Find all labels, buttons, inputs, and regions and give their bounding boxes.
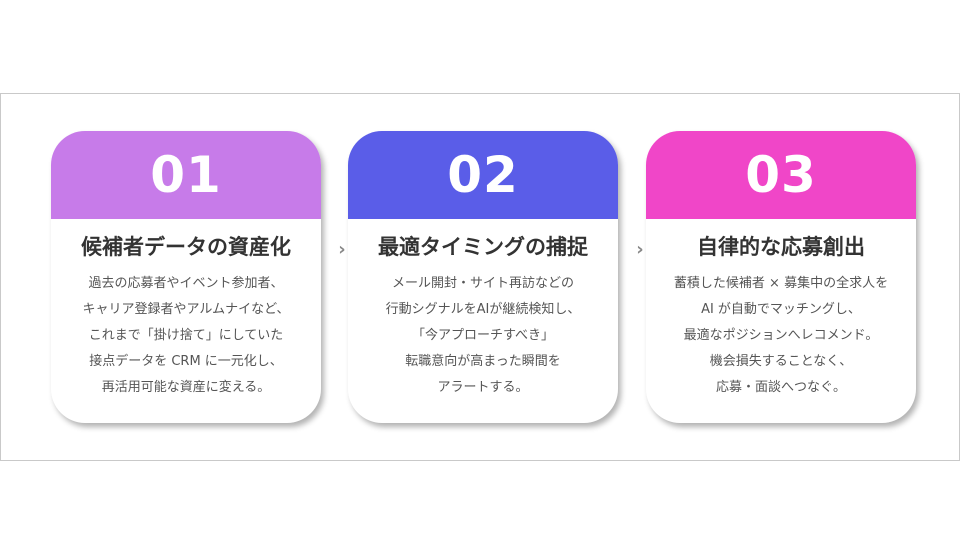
description-line: 行動シグナルをAIが継続検知し、 bbox=[385, 302, 581, 317]
step-description: 過去の応募者やイベント参加者、 キャリア登録者やアルムナイなど、 これまで「掛け… bbox=[51, 271, 321, 401]
step-description: 蓄積した候補者 × 募集中の全求人を AI が自動でマッチングし、 最適なポジシ… bbox=[646, 271, 916, 401]
step-card-2: 02 最適タイミングの捕捉 メール開封・サイト再訪などの 行動シグナルをAIが継… bbox=[348, 131, 618, 423]
step-number: 03 bbox=[745, 146, 817, 204]
step-title: 自律的な応募創出 bbox=[697, 235, 865, 259]
chevron-right-icon: › bbox=[636, 239, 644, 260]
chevron-right-icon: › bbox=[338, 239, 346, 260]
step-card-3-header: 03 bbox=[646, 131, 916, 219]
description-line: キャリア登録者やアルムナイなど、 bbox=[82, 302, 290, 317]
description-line: 機会損失することなく、 bbox=[709, 354, 853, 369]
step-card-3: 03 自律的な応募創出 蓄積した候補者 × 募集中の全求人を AI が自動でマッ… bbox=[646, 131, 916, 423]
step-title: 最適タイミングの捕捉 bbox=[378, 235, 588, 259]
step-title: 候補者データの資産化 bbox=[81, 235, 291, 259]
description-line: アラートする。 bbox=[437, 380, 529, 395]
description-line: 過去の応募者やイベント参加者、 bbox=[88, 276, 284, 291]
step-number: 02 bbox=[447, 146, 519, 204]
description-line: AI が自動でマッチングし、 bbox=[701, 302, 861, 317]
description-line: 最適なポジションへレコメンド。 bbox=[683, 328, 879, 343]
step-card-2-header: 02 bbox=[348, 131, 618, 219]
description-line: 転職意向が高まった瞬間を bbox=[405, 354, 561, 369]
step-number: 01 bbox=[150, 146, 222, 204]
description-line: 「今アプローチすべき」 bbox=[411, 328, 555, 343]
step-card-1: 01 候補者データの資産化 過去の応募者やイベント参加者、 キャリア登録者やアル… bbox=[51, 131, 321, 423]
step-description: メール開封・サイト再訪などの 行動シグナルをAIが継続検知し、 「今アプローチす… bbox=[348, 271, 618, 401]
description-line: 応募・面談へつなぐ。 bbox=[715, 380, 846, 395]
description-line: 蓄積した候補者 × 募集中の全求人を bbox=[673, 276, 889, 291]
description-line: これまで「掛け捨て」にしていた bbox=[88, 328, 284, 343]
description-line: 再活用可能な資産に変える。 bbox=[101, 380, 271, 395]
description-line: 接点データを CRM に一元化し、 bbox=[89, 354, 283, 369]
step-card-1-header: 01 bbox=[51, 131, 321, 219]
description-line: メール開封・サイト再訪などの bbox=[391, 276, 574, 291]
